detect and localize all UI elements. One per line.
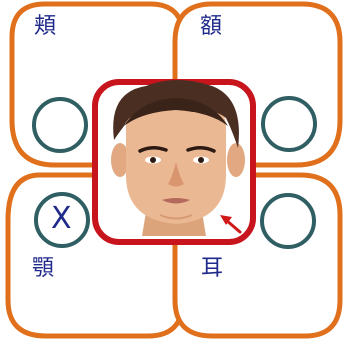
- answer-circle-bottom-left[interactable]: [34, 192, 90, 248]
- red-arrow-icon: [220, 215, 242, 234]
- answer-circle-bottom-right[interactable]: [260, 193, 316, 249]
- answer-circle-top-right[interactable]: [261, 96, 317, 152]
- card-label-top-left: 頬: [34, 14, 57, 39]
- card-label-bottom-right: 耳: [201, 256, 224, 281]
- card-label-bottom-left: 顎: [32, 256, 55, 281]
- answer-mark-bottom-left: X: [51, 201, 72, 236]
- face-illustration-icon: [111, 80, 245, 236]
- answer-circle-top-left[interactable]: [32, 97, 88, 153]
- card-label-top-right: 額: [200, 14, 223, 39]
